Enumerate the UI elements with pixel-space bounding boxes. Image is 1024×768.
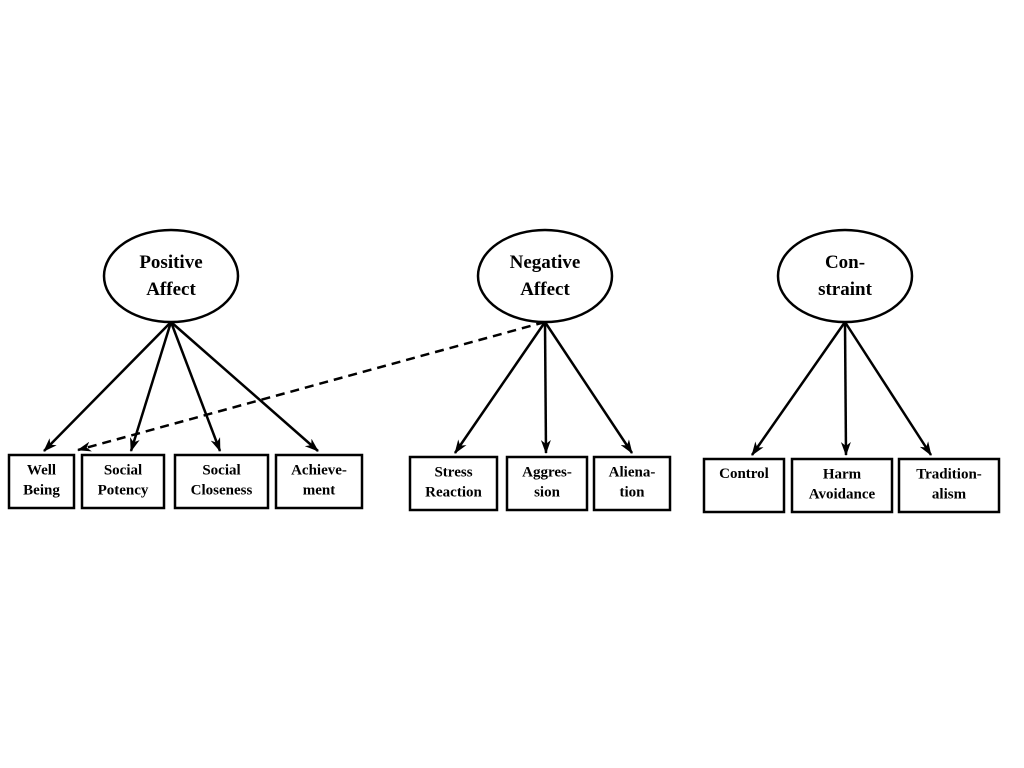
indicator-box bbox=[173, 453, 270, 510]
loading-arrow-constraint-to-harm-avoidance bbox=[840, 321, 851, 456]
indicator-control: Control bbox=[702, 457, 786, 514]
indicator-traditionalism: Tradition-alism bbox=[897, 457, 1001, 514]
cross-loading-arrow-negative-affect-to-social-potency bbox=[77, 320, 546, 452]
loading-arrow-positive-affect-to-social-potency bbox=[129, 321, 173, 452]
indicator-stress-reaction-label-line-2: Reaction bbox=[425, 485, 482, 501]
loading-arrow-positive-affect-to-social-closeness bbox=[169, 321, 222, 452]
indicator-box bbox=[7, 453, 76, 510]
indicator-alienation: Aliena-tion bbox=[592, 455, 672, 512]
indicator-control-label-line-1: Control bbox=[719, 466, 769, 482]
loading-arrow-constraint-to-traditionalism bbox=[843, 321, 933, 456]
indicator-box bbox=[592, 455, 672, 512]
loading-arrow-positive-affect-to-achievement bbox=[170, 321, 319, 452]
indicator-alienation-label-line-2: tion bbox=[619, 485, 645, 501]
factor-ellipse bbox=[476, 228, 614, 324]
indicator-harm-avoidance-label-line-2: Avoidance bbox=[809, 487, 876, 503]
indicator-box bbox=[702, 457, 786, 514]
indicator-aggression-label-line-2: sion bbox=[534, 485, 561, 501]
indicator-box bbox=[408, 455, 499, 512]
loading-arrow-positive-affect-to-well-being bbox=[43, 321, 172, 452]
loading-arrow-constraint-to-control bbox=[750, 321, 847, 456]
indicator-social-potency-label-line-1: Social bbox=[104, 463, 142, 479]
indicator-stress-reaction-label-line-1: Stress bbox=[434, 465, 472, 481]
indicator-box bbox=[505, 455, 589, 512]
indicator-box bbox=[80, 453, 166, 510]
factor-ellipse bbox=[776, 228, 914, 324]
indicator-achievement: Achieve-ment bbox=[274, 453, 364, 510]
factor-positive-affect-label-line-1: Positive bbox=[139, 252, 202, 273]
factor-ellipse bbox=[102, 228, 240, 324]
indicator-social-potency-label-line-2: Potency bbox=[98, 483, 149, 499]
indicator-aggression-label-line-1: Aggres- bbox=[522, 465, 572, 481]
indicator-box bbox=[790, 457, 894, 514]
indicator-box bbox=[274, 453, 364, 510]
indicator-traditionalism-label-line-1: Tradition- bbox=[916, 467, 982, 483]
indicator-well-being-label-line-1: Well bbox=[27, 463, 56, 479]
indicator-box bbox=[897, 457, 1001, 514]
indicator-aggression: Aggres-sion bbox=[505, 455, 589, 512]
factor-negative-affect-label-line-1: Negative bbox=[510, 252, 581, 273]
arrows-layer bbox=[43, 320, 933, 456]
indicator-achievement-label-line-1: Achieve- bbox=[291, 463, 347, 479]
nodes-layer: PositiveAffectNegativeAffectCon-straintW… bbox=[7, 228, 1001, 514]
indicator-achievement-label-line-2: ment bbox=[303, 483, 336, 499]
loading-arrow-negative-affect-to-aggression bbox=[540, 321, 551, 454]
indicator-alienation-label-line-1: Aliena- bbox=[609, 465, 656, 481]
factor-positive-affect-label-line-2: Affect bbox=[146, 279, 196, 300]
factor-constraint-label-line-1: Con- bbox=[825, 252, 865, 273]
indicator-traditionalism-label-line-2: alism bbox=[932, 487, 967, 503]
indicator-harm-avoidance-label-line-1: Harm bbox=[823, 467, 862, 483]
indicator-well-being-label-line-2: Being bbox=[23, 483, 60, 499]
indicator-social-closeness-label-line-1: Social bbox=[202, 463, 240, 479]
factor-negative-affect-label-line-2: Affect bbox=[520, 279, 570, 300]
indicator-social-closeness-label-line-2: Closeness bbox=[191, 483, 253, 499]
factor-constraint-label-line-2: straint bbox=[818, 279, 873, 300]
loading-arrow-negative-affect-to-alienation bbox=[543, 321, 634, 454]
factor-constraint: Con-straint bbox=[776, 228, 914, 324]
loading-arrow-negative-affect-to-stress-reaction bbox=[453, 321, 547, 454]
